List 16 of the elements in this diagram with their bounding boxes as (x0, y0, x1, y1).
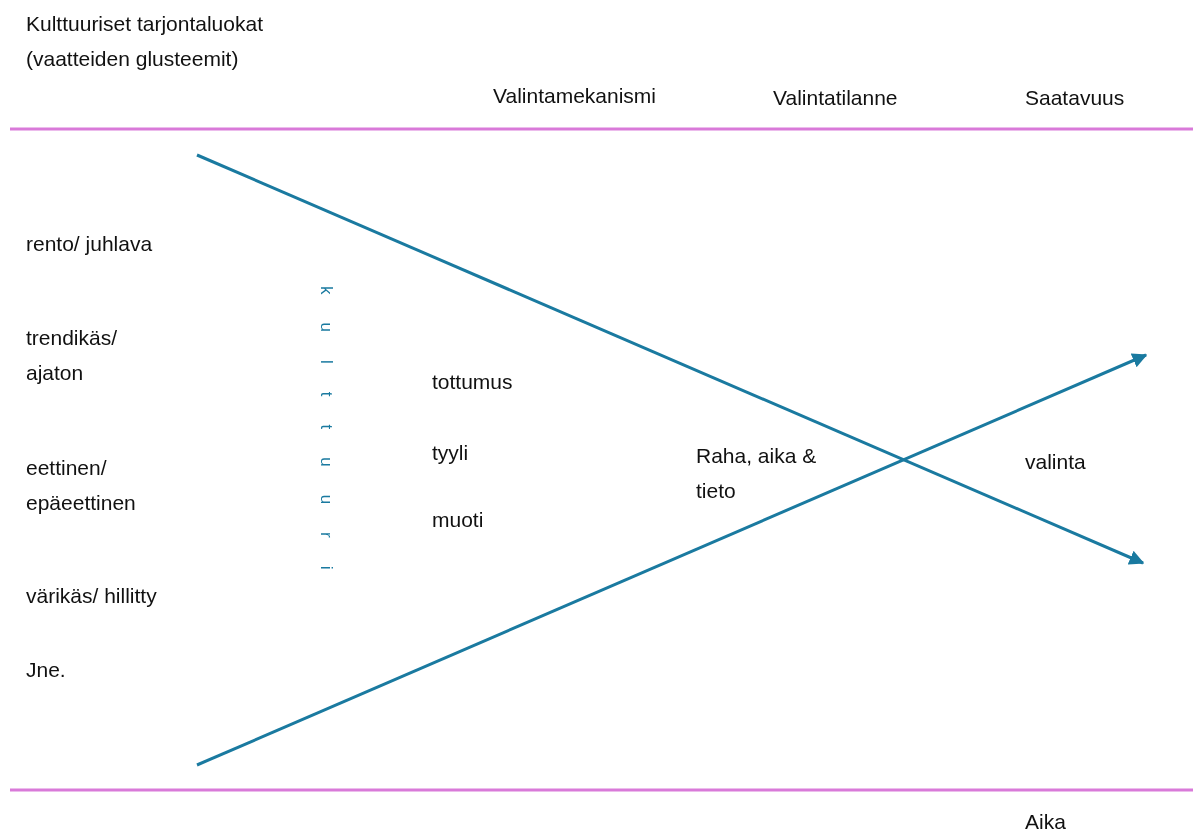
text-label: Jne. (26, 657, 66, 683)
text-label: Kulttuuriset tarjontaluokat (vaatteiden glusteemit) (26, 11, 264, 72)
text-label: Aika (1025, 809, 1066, 834)
text-label: Valintamekanismi (493, 83, 656, 109)
text-label: valinta (1025, 449, 1086, 475)
text-label: trendikäs/ ajaton (26, 325, 119, 386)
text-label: Saatavuus (1025, 85, 1125, 111)
text-label: muoti (432, 507, 484, 533)
vertical-label: kulttuuri (316, 286, 336, 598)
text-label: tyyli (432, 440, 469, 466)
text-label: värikäs/ hillitty (26, 583, 157, 609)
text-label: eettinen/ epäeettinen (26, 455, 137, 516)
text-label: tottumus (432, 369, 513, 395)
text-label: rento/ juhlava (26, 231, 153, 257)
text-label: Valintatilanne (773, 85, 898, 111)
text-label: Raha, aika & tieto (696, 443, 818, 504)
